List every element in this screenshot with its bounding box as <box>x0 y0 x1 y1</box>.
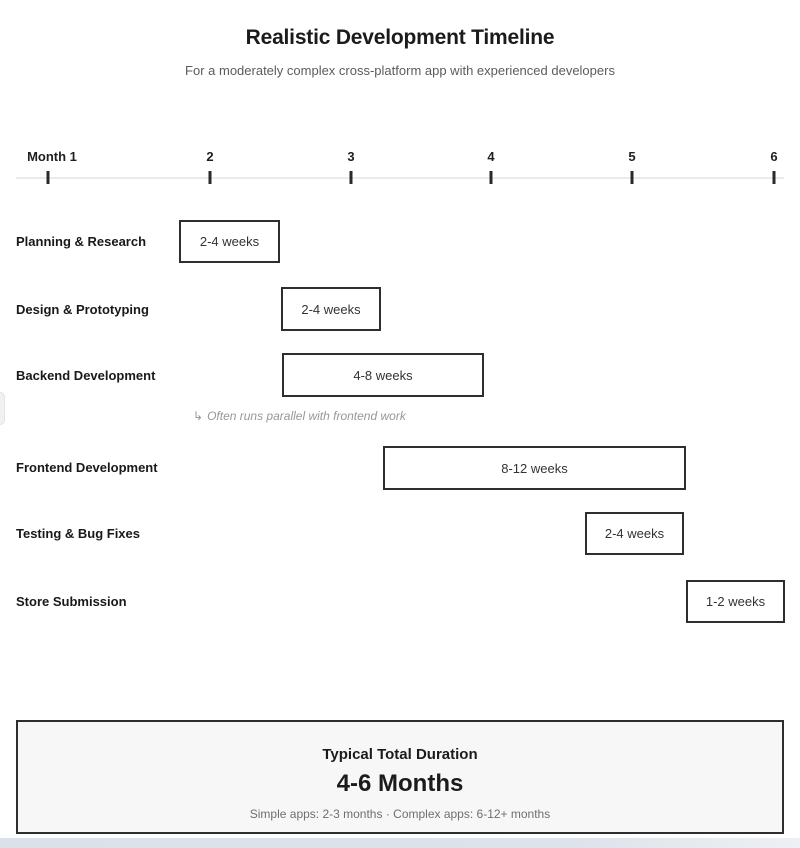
note-text: Often runs parallel with frontend work <box>207 409 406 423</box>
summary-detail: Simple apps: 2-3 months · Complex apps: … <box>249 807 551 821</box>
axis-tick <box>489 171 493 184</box>
bottom-page-edge <box>0 838 800 848</box>
bar-duration-label: 1-2 weeks <box>705 594 766 609</box>
phase-bar-store: 1-2 weeks <box>686 580 785 623</box>
bar-duration-label: 4-8 weeks <box>353 367 413 383</box>
backend-parallel-note: ↳Often runs parallel with frontend work <box>193 409 406 423</box>
axis-label-month-3: 3 <box>347 149 355 164</box>
axis-label-month-6: 6 <box>770 149 778 164</box>
bar-duration-label: 2-4 weeks <box>301 301 361 317</box>
phase-label-planning: Planning & Research <box>16 234 147 249</box>
axis-label-month-5: 5 <box>628 149 636 164</box>
phase-label-frontend: Frontend Development <box>16 460 158 475</box>
summary-title: Typical Total Duration <box>322 746 478 763</box>
axis-tick <box>46 171 50 184</box>
total-duration-summary: Typical Total Duration 4-6 Months Simple… <box>16 720 784 834</box>
axis-tick <box>208 171 212 184</box>
axis-label-month-4: 4 <box>487 149 495 164</box>
curved-arrow-icon: ↳ <box>193 409 204 423</box>
bar-duration-label: 8-12 weeks <box>501 460 568 476</box>
phase-label-design: Design & Prototyping <box>16 302 149 317</box>
axis-tick <box>630 171 634 184</box>
phase-bar-testing: 2-4 weeks <box>585 512 684 555</box>
phase-label-backend: Backend Development <box>16 368 156 383</box>
axis-line <box>16 177 784 179</box>
axis-tick <box>349 171 353 184</box>
viewport-edge-sliver <box>0 392 5 425</box>
axis-label-month-2: 2 <box>206 149 214 164</box>
bar-duration-label: 2-4 weeks <box>199 234 260 249</box>
page-subtitle: For a moderately complex cross-platform … <box>185 63 615 78</box>
axis-tick <box>772 171 776 184</box>
phase-label-store: Store Submission <box>16 594 127 609</box>
phase-label-testing: Testing & Bug Fixes <box>16 526 140 541</box>
phase-bar-backend: 4-8 weeks <box>282 353 484 397</box>
phase-bar-design: 2-4 weeks <box>281 287 381 331</box>
summary-value: 4-6 Months <box>336 770 464 797</box>
page-title: Realistic Development Timeline <box>245 26 555 49</box>
phase-bar-planning: 2-4 weeks <box>179 220 280 263</box>
bar-duration-label: 2-4 weeks <box>604 526 665 541</box>
phase-bar-frontend: 8-12 weeks <box>383 446 686 490</box>
axis-label-month-1: Month 1 <box>27 149 77 164</box>
